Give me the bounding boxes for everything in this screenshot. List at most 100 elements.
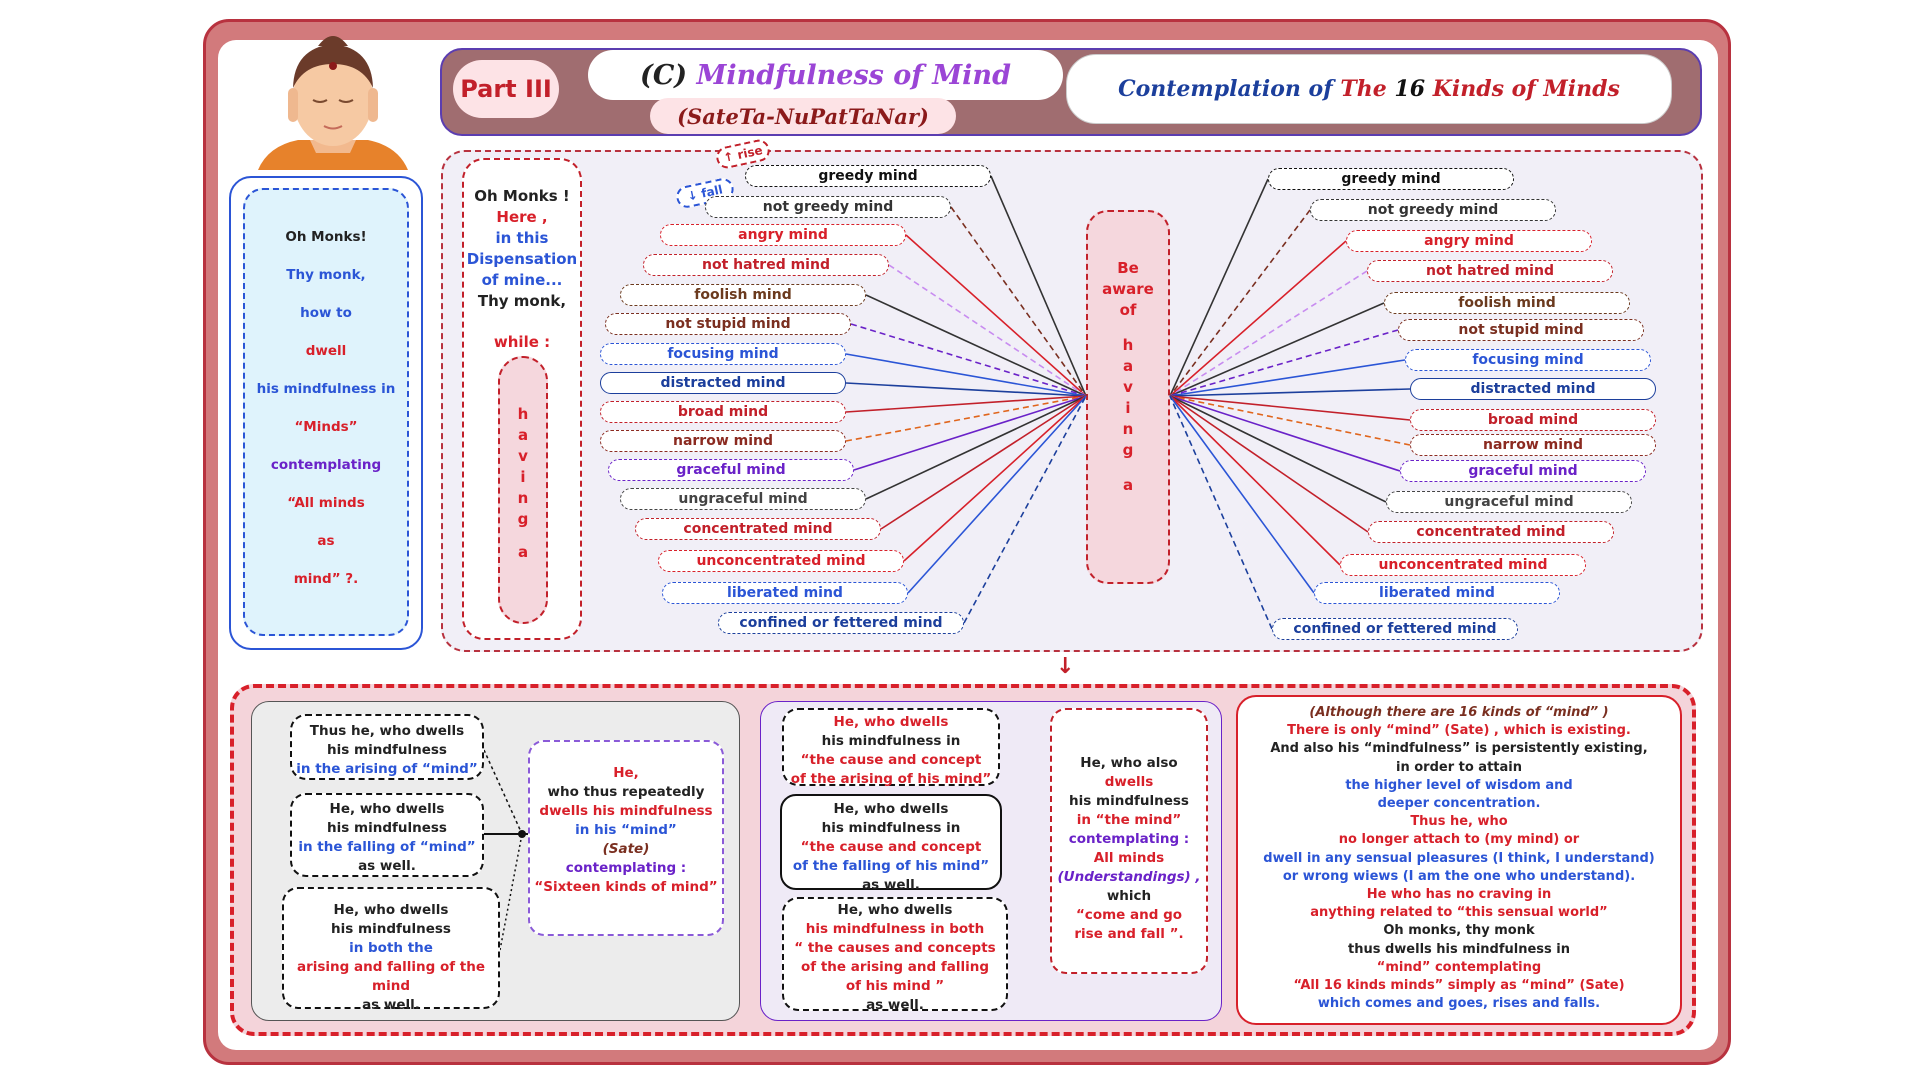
box-line: his mindfulness in [821, 820, 961, 836]
right-connector-line [1169, 395, 1411, 421]
right-title: Contemplation of The 16 Kinds of Minds [1066, 54, 1672, 124]
conclusion-line: (Although there are 16 kinds of “mind” ) [1309, 705, 1609, 720]
left-mind-label: unconcentrated mind [658, 550, 904, 572]
summary-line: dwells [1104, 774, 1154, 790]
box-line: of his mind ” [845, 978, 945, 994]
q-line: as [317, 533, 335, 549]
box-line: in the falling of “mind” [298, 839, 476, 855]
box-line: in the arising of “mind” [296, 761, 478, 777]
left-connector-line [905, 234, 1087, 397]
conclusion-line: He who has no craving in [1366, 887, 1552, 903]
conclusion-line: anything related to “this sensual world” [1310, 905, 1608, 921]
center-line: a [1122, 476, 1134, 494]
box-line: arising and falling of the mind [296, 959, 486, 994]
box-line: “ the causes and concepts [794, 940, 996, 956]
right-mind-label: ungraceful mind [1386, 491, 1632, 513]
q-line: “Minds” [294, 419, 358, 435]
box-line: his mindfulness in [821, 733, 961, 749]
left-mind-label: foolish mind [620, 284, 866, 306]
intro-line: in this [495, 229, 549, 247]
subtitle: (SateTa-NuPatTaNar) [650, 98, 956, 134]
box-line: “the cause and concept [800, 752, 982, 768]
summary-line: (Sate) [602, 841, 650, 857]
having-letter: i [520, 468, 526, 486]
conclusion-line: dwell in any sensual pleasures (I think,… [1263, 850, 1655, 866]
arising-box: Thus he, who dwells his mindfulness in t… [290, 714, 484, 780]
conclusion-line: no longer attach to (my mind) or [1338, 832, 1580, 848]
left-mind-label: liberated mind [662, 582, 908, 604]
left-mind-label: not greedy mind [705, 196, 951, 218]
q-line: his mindfulness in [256, 381, 396, 397]
left-mind-label: confined or fettered mind [718, 612, 964, 634]
right-connector-line [1169, 209, 1311, 397]
having-letter: a [517, 426, 529, 444]
box-line: “the cause and concept [800, 839, 982, 855]
right-mind-label: broad mind [1410, 409, 1656, 431]
left-summary-box: He, who thus repeatedly dwells his mindf… [528, 740, 724, 936]
intro-line: Dispensation [466, 250, 578, 268]
box-line: Thus he, who dwells [309, 723, 465, 739]
summary-line: his mindfulness [1069, 793, 1189, 809]
both-box: He, who dwells his mindfulness in both t… [282, 887, 500, 1013]
center-line: v [1123, 378, 1133, 396]
having-letter: v [518, 447, 528, 465]
center-line: of [1119, 301, 1137, 319]
center-pill [1086, 210, 1170, 584]
down-arrow-icon: ↓ [1056, 654, 1075, 679]
conclusion-line: deeper concentration. [1377, 796, 1541, 812]
intro-line: Thy monk, [477, 292, 567, 310]
box-line: his mindfulness in both [805, 921, 985, 937]
left-connector-line [963, 395, 1087, 624]
right-mind-label: not stupid mind [1398, 319, 1644, 341]
cause-both-box: He, who dwells his mindfulness in both “… [782, 897, 1008, 1013]
left-connector-line [950, 206, 1087, 397]
right-mind-label: focusing mind [1405, 349, 1651, 371]
left-mind-label: angry mind [660, 224, 906, 246]
title-prefix: (C) [640, 59, 688, 91]
box-line: as well. [362, 997, 420, 1013]
box-line: as well. [358, 858, 416, 874]
center-line: n [1122, 420, 1134, 438]
question-lines: Oh Monks! Thy monk, how to dwell his min… [243, 228, 409, 608]
having-pill [498, 356, 548, 624]
left-connector-line [880, 395, 1087, 530]
box-line: of the arising and falling [800, 959, 990, 975]
summary-line: dwells his mindfulness [539, 803, 713, 819]
box-line: his mindfulness [331, 921, 451, 937]
right-mind-label: concentrated mind [1368, 521, 1614, 543]
conclusion-line: “mind” contemplating [1376, 959, 1542, 975]
box-line: of the arising of his mind” [790, 771, 992, 787]
right-mind-label: liberated mind [1314, 582, 1560, 604]
box-line: of the falling of his mind” [792, 858, 990, 874]
right-connector-line [1169, 395, 1315, 594]
right-connector-line [1169, 240, 1347, 397]
cause-falling-box: He, who dwells his mindfulness in “the c… [780, 794, 1002, 893]
q-line: Thy monk, [286, 267, 366, 283]
left-mind-label: not stupid mind [605, 313, 851, 335]
intro-line: Oh Monks ! [474, 187, 570, 205]
conclusion-line: or wrong wiews (I am the one who underst… [1282, 868, 1636, 884]
right-connector-line [1169, 395, 1401, 472]
left-connector-line [903, 395, 1087, 562]
summary-line: in his “mind” [575, 822, 677, 838]
box-line: He, who dwells [837, 902, 953, 918]
right-connector-line [1169, 395, 1273, 630]
right-mind-label: narrow mind [1410, 434, 1656, 456]
q-line: how to [300, 305, 352, 321]
falling-box: He, who dwells his mindfulness in the fa… [290, 793, 484, 877]
box-line: his mindfulness [327, 742, 447, 758]
center-line: i [1125, 399, 1131, 417]
right-mind-label: distracted mind [1410, 378, 1656, 400]
intro-line: Here , [496, 208, 548, 226]
right-connector-line [1169, 395, 1369, 533]
left-mind-label: concentrated mind [635, 518, 881, 540]
summary-line: contemplating : [1068, 831, 1190, 847]
box-line: as well. [862, 877, 920, 893]
center-line: a [1122, 357, 1134, 375]
left-connector-line [990, 175, 1087, 397]
right-mind-label: foolish mind [1384, 292, 1630, 314]
part-label: Part III [453, 60, 559, 118]
right-title-c: 16 [1394, 76, 1426, 102]
title-text: Mindfulness of Mind [696, 59, 1011, 91]
right-mind-label: not greedy mind [1310, 199, 1556, 221]
